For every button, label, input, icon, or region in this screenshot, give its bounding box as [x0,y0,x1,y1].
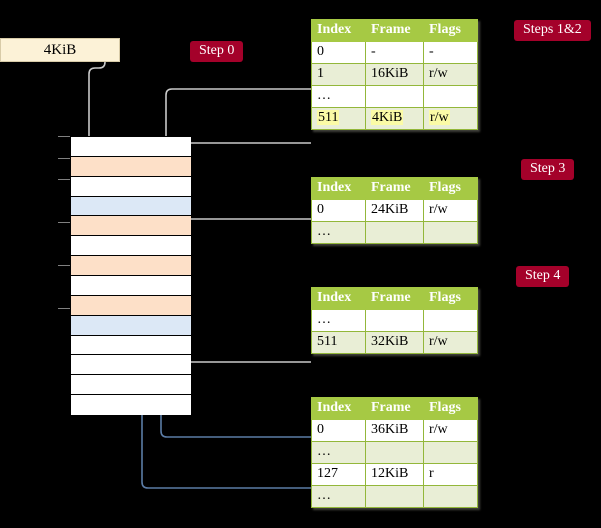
column-header-flags: Flags [423,18,478,43]
cell-index: 0 [311,199,366,223]
cell-frame: 24KiB [365,199,424,223]
cell-frame: 36KiB [365,419,424,443]
cell-frame [365,221,424,245]
table-row[interactable]: … [311,485,478,509]
memory-frame-row [71,315,191,336]
cell-frame: 16KiB [365,63,424,87]
physical-memory-column [70,136,191,415]
cell-index: 0 [311,419,366,443]
badge-step-3: Step 3 [521,159,575,180]
badge-step-4: Step 4 [516,266,570,287]
column-header-flags: Flags [423,286,478,311]
source-size-box: 4KiB [0,38,120,62]
frame-tick [58,179,71,180]
frame-tick [58,136,71,137]
cell-index: 1 [311,63,366,87]
cell-index: 127 [311,463,366,487]
cell-index: … [311,441,366,465]
cell-flags [423,221,478,245]
table-row[interactable]: … [311,85,478,109]
memory-frame-row [71,137,191,157]
memory-frame-row [71,196,191,217]
memory-frame-row [71,335,191,356]
cell-index: … [311,485,366,509]
cell-flags: r/w [423,419,478,443]
column-header-frame: Frame [365,286,424,311]
cell-index: … [311,309,366,333]
memory-frame-row [71,216,191,237]
cell-frame [365,441,424,465]
cell-frame [365,85,424,109]
memory-frame-row [71,355,191,376]
cell-frame: 12KiB [365,463,424,487]
cell-frame: 4KiB [365,107,424,131]
table-row[interactable]: … [311,309,478,333]
column-header-index: Index [311,396,366,421]
column-header-frame: Frame [365,18,424,43]
cell-frame [365,309,424,333]
frame-tick [58,265,71,266]
column-header-flags: Flags [423,176,478,201]
memory-frame-row [71,375,191,396]
frame-tick [58,222,71,223]
memory-frame-row [71,295,191,316]
wire-step3 [178,218,311,259]
cell-flags: r [423,463,478,487]
cell-flags: - [423,41,478,65]
badge-step-0: Step 0 [190,41,244,62]
wire-steps12-b [178,142,311,154]
cell-index: 0 [311,41,366,65]
column-header-frame: Frame [365,396,424,421]
memory-frame-row [71,276,191,296]
cell-frame: 32KiB [365,331,424,355]
cell-index: 511 [311,107,366,131]
cell-flags [423,441,478,465]
column-header-flags: Flags [423,396,478,421]
memory-frame-row [71,395,191,415]
memory-frame-row [71,156,191,177]
cell-index: … [311,221,366,245]
column-header-index: Index [311,18,366,43]
column-header-frame: Frame [365,176,424,201]
frame-tick [58,308,71,309]
table-row[interactable]: 0-- [311,41,478,65]
column-header-index: Index [311,176,366,201]
cell-flags: r/w [423,63,478,87]
cell-flags: r/w [423,107,478,131]
cell-frame [365,485,424,509]
badge-steps-1-2: Steps 1&2 [514,20,591,41]
table-row[interactable]: … [311,441,478,465]
source-size-label: 4KiB [43,41,77,58]
cell-index: … [311,85,366,109]
cell-frame: - [365,41,424,65]
cell-flags [423,309,478,333]
wire-step4 [178,307,311,363]
memory-frame-row [71,236,191,257]
column-header-index: Index [311,286,366,311]
table-row[interactable]: … [311,221,478,245]
cell-flags: r/w [423,331,478,355]
cell-flags [423,85,478,109]
cell-flags: r/w [423,199,478,223]
cell-index: 511 [311,331,366,355]
cell-flags [423,485,478,509]
frame-tick [58,158,71,159]
memory-frame-row [71,256,191,276]
memory-frame-row [71,176,191,197]
